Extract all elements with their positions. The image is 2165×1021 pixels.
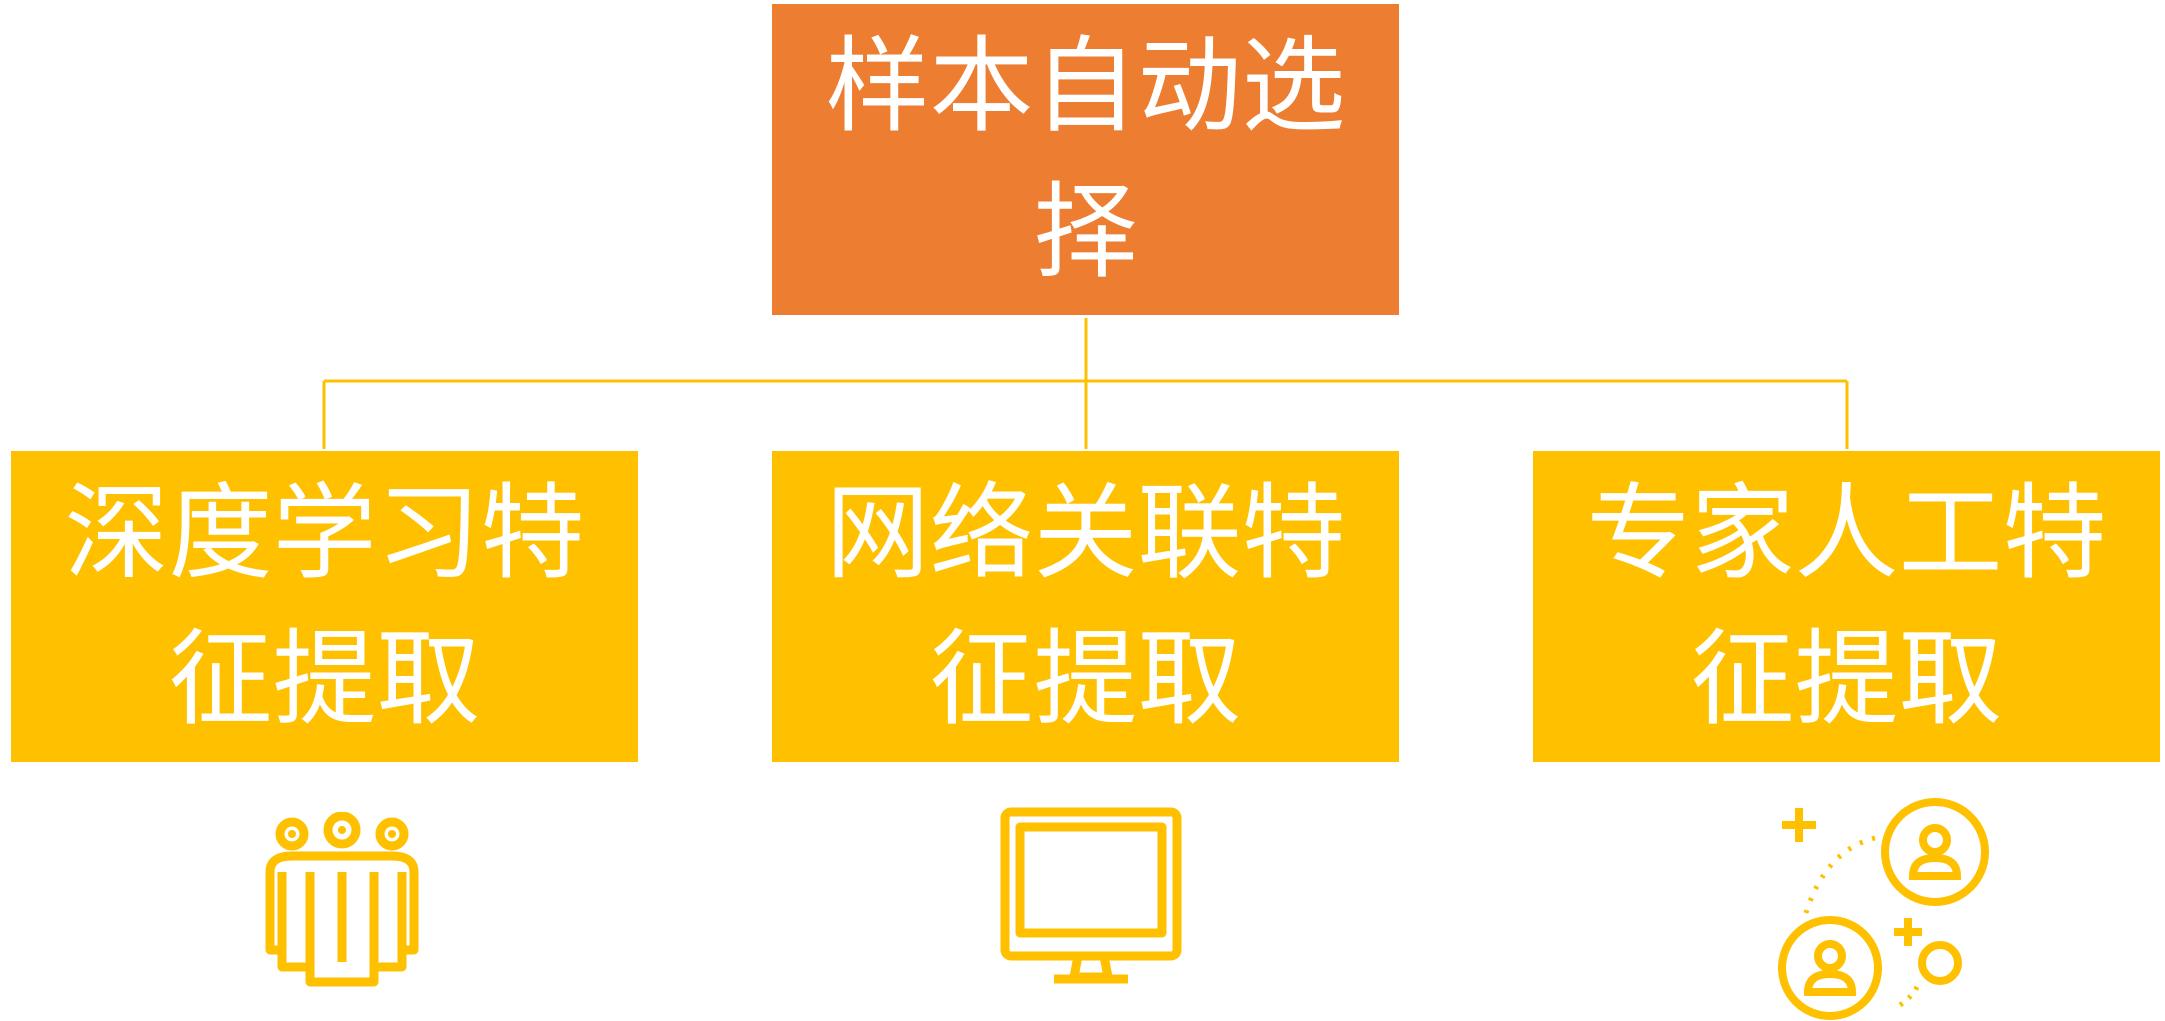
child-node-label-line2: 征提取 (168, 617, 481, 740)
child-node-deep-learning: 深度学习特 征提取 (11, 451, 638, 762)
root-node-label-line2: 择 (1033, 170, 1138, 293)
child-node-label: 深度学习特 征提取 (64, 461, 584, 752)
child-node-label: 网络关联特 征提取 (825, 461, 1345, 752)
root-node-label-line1: 样本自动选 (825, 24, 1346, 147)
child-node-label-line1: 网络关联特 (825, 471, 1346, 594)
team-icon (265, 812, 419, 987)
child-node-label-line1: 深度学习特 (64, 471, 585, 594)
root-node-sample-selection: 样本自动选 择 (772, 4, 1399, 315)
child-node-label-line2: 征提取 (929, 617, 1242, 740)
child-node-expert-manual: 专家人工特 征提取 (1533, 451, 2160, 762)
child-node-label-line2: 征提取 (1690, 617, 2003, 740)
child-node-label: 专家人工特 征提取 (1586, 461, 2106, 752)
experts-network-icon (1778, 798, 1989, 1020)
child-node-network-association: 网络关联特 征提取 (772, 451, 1399, 762)
child-node-label-line1: 专家人工特 (1586, 471, 2107, 594)
root-node-label: 样本自动选 择 (825, 14, 1345, 305)
monitor-icon (1000, 807, 1182, 984)
